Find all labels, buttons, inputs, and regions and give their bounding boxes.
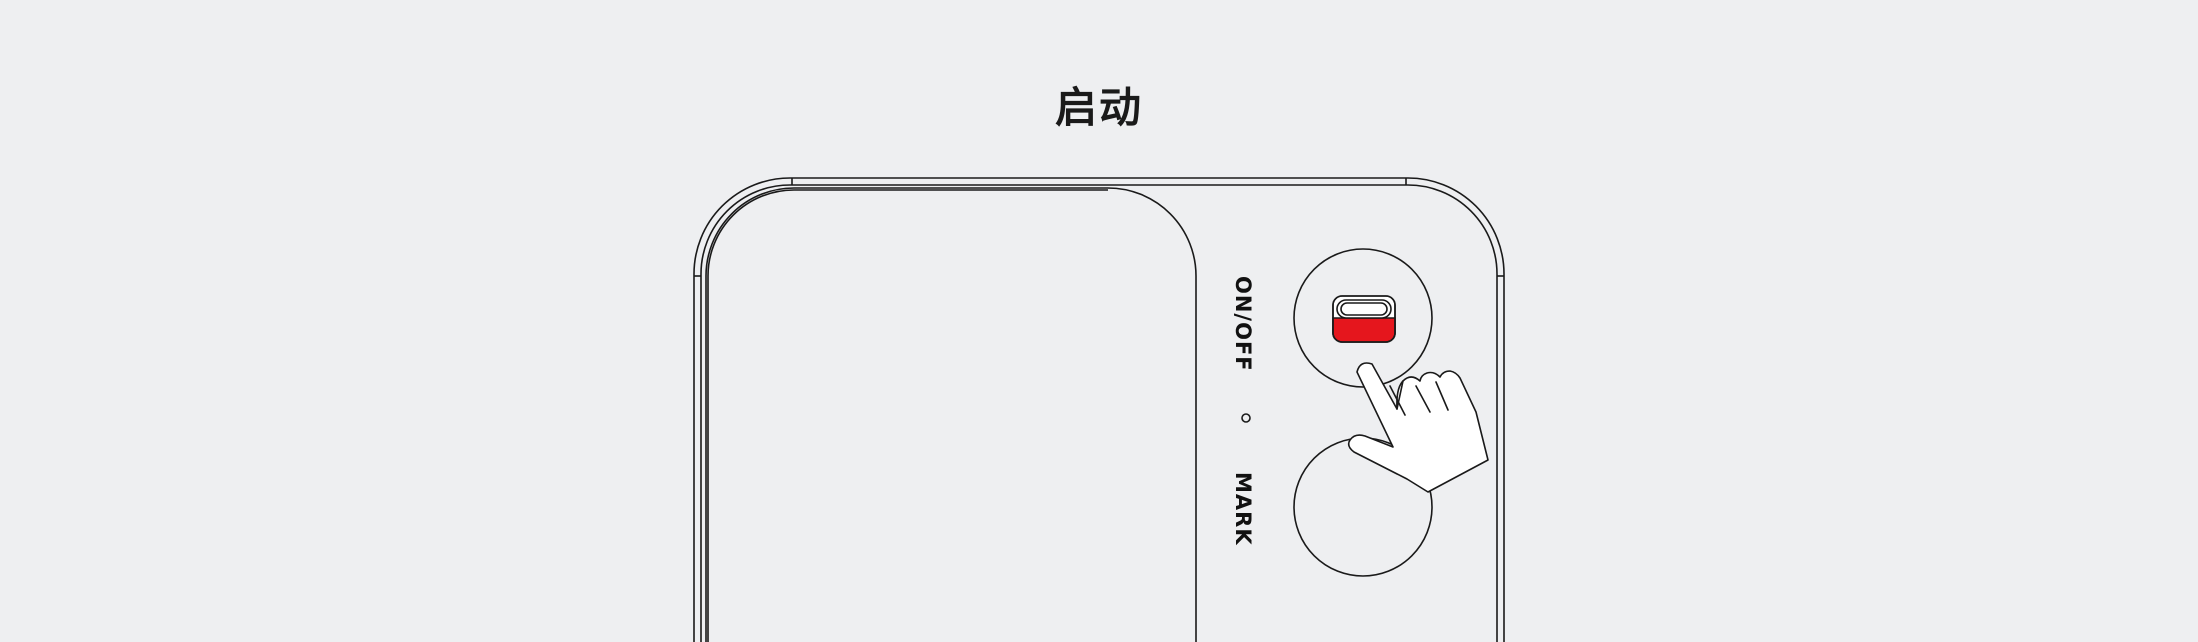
pointing-hand-icon bbox=[1347, 362, 1489, 493]
device-body bbox=[693, 177, 1505, 642]
device-screen bbox=[705, 187, 1197, 642]
page-title: 启动 bbox=[1054, 83, 1143, 132]
indicator-dot-icon bbox=[1241, 413, 1251, 423]
onoff-label: ON/OFF bbox=[1231, 276, 1255, 372]
onoff-button[interactable] bbox=[1293, 248, 1433, 388]
toggle-switch-icon bbox=[1332, 295, 1396, 343]
mark-label: MARK bbox=[1231, 472, 1255, 546]
